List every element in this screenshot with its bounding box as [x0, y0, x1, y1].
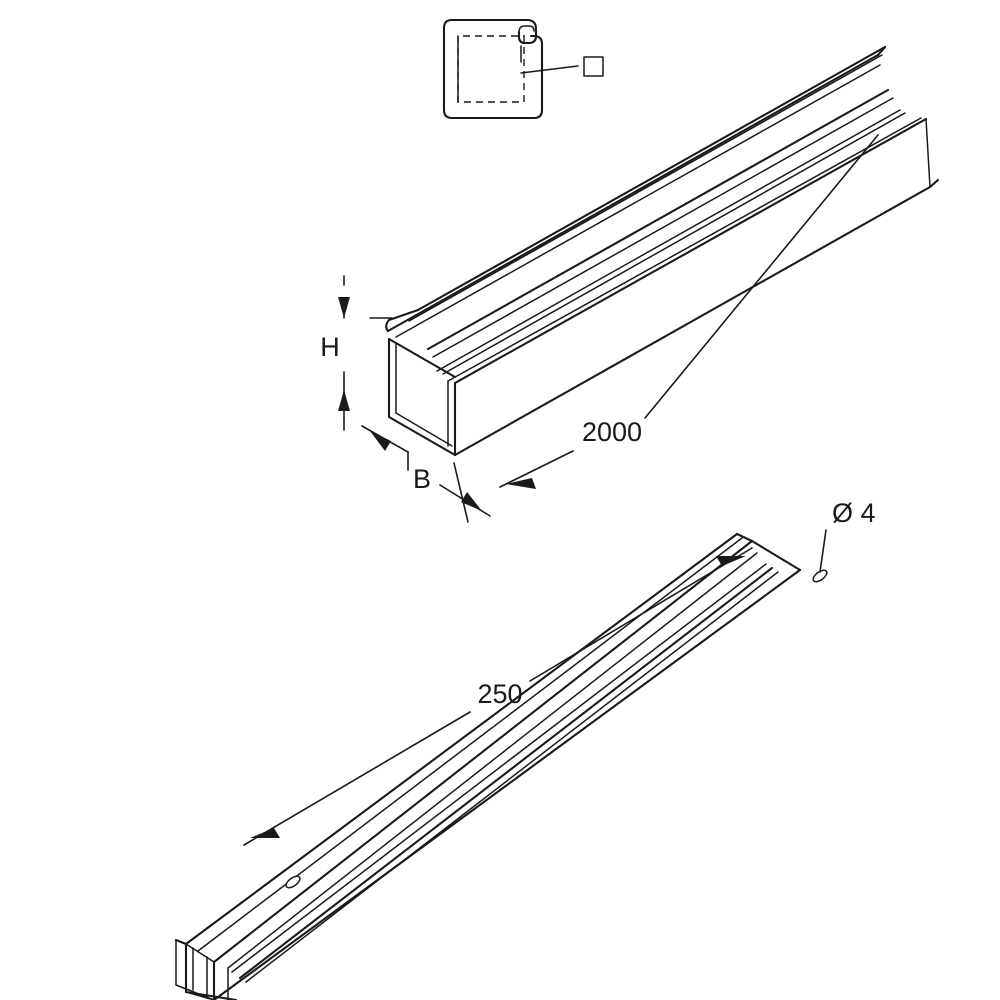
trunking-perspective-lower — [174, 532, 828, 1000]
dimension-length-2000: 2000 — [499, 134, 879, 489]
label-width: B — [413, 464, 431, 494]
mounting-hole-right — [812, 569, 828, 583]
dimension-length-250: 250 — [243, 547, 753, 846]
trunking-perspective-upper — [385, 45, 940, 457]
label-hole-diameter: Ø 4 — [832, 498, 876, 528]
cross-section-detail — [442, 18, 604, 120]
label-height: H — [320, 332, 340, 362]
mounting-hole-left — [285, 875, 301, 889]
square-detail-marker — [583, 56, 604, 77]
dimension-hole-diameter: Ø 4 — [819, 498, 876, 573]
label-length-2000: 2000 — [582, 417, 642, 447]
dimension-width: B — [361, 425, 491, 523]
label-length-250: 250 — [477, 679, 522, 709]
dimension-height: H — [320, 275, 393, 431]
